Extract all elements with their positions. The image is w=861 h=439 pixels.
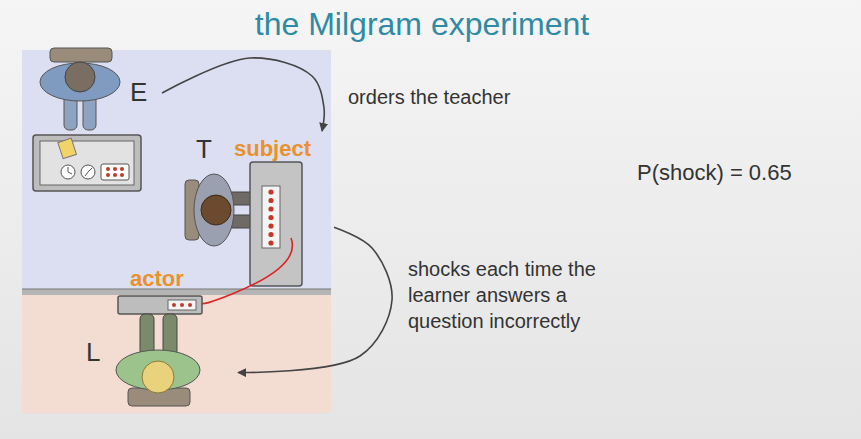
person-node: E (128, 76, 158, 110)
role-letter: T (196, 135, 212, 164)
role-label: actor (130, 267, 184, 291)
role-label: subject (234, 137, 311, 161)
experimenter-figure (33, 48, 141, 191)
control-room (22, 50, 331, 291)
person-node: Lactor (80, 266, 235, 410)
learner-room (22, 294, 331, 413)
edge-label: orders the teacher (348, 84, 588, 110)
teacher-figure (185, 162, 302, 304)
probability-note: P(shock) = 0.65 (637, 160, 792, 186)
edge-label: shocks each time the learner answers a q… (408, 256, 628, 334)
flow-arrow (238, 227, 392, 372)
role-letter: L (86, 338, 100, 367)
flow-arrow (162, 58, 324, 131)
title: the Milgram experiment (222, 6, 622, 43)
shock-wire (198, 238, 292, 304)
learner-figure (116, 296, 202, 406)
person-node: Tsubject (192, 133, 332, 290)
role-letter: E (130, 78, 147, 107)
